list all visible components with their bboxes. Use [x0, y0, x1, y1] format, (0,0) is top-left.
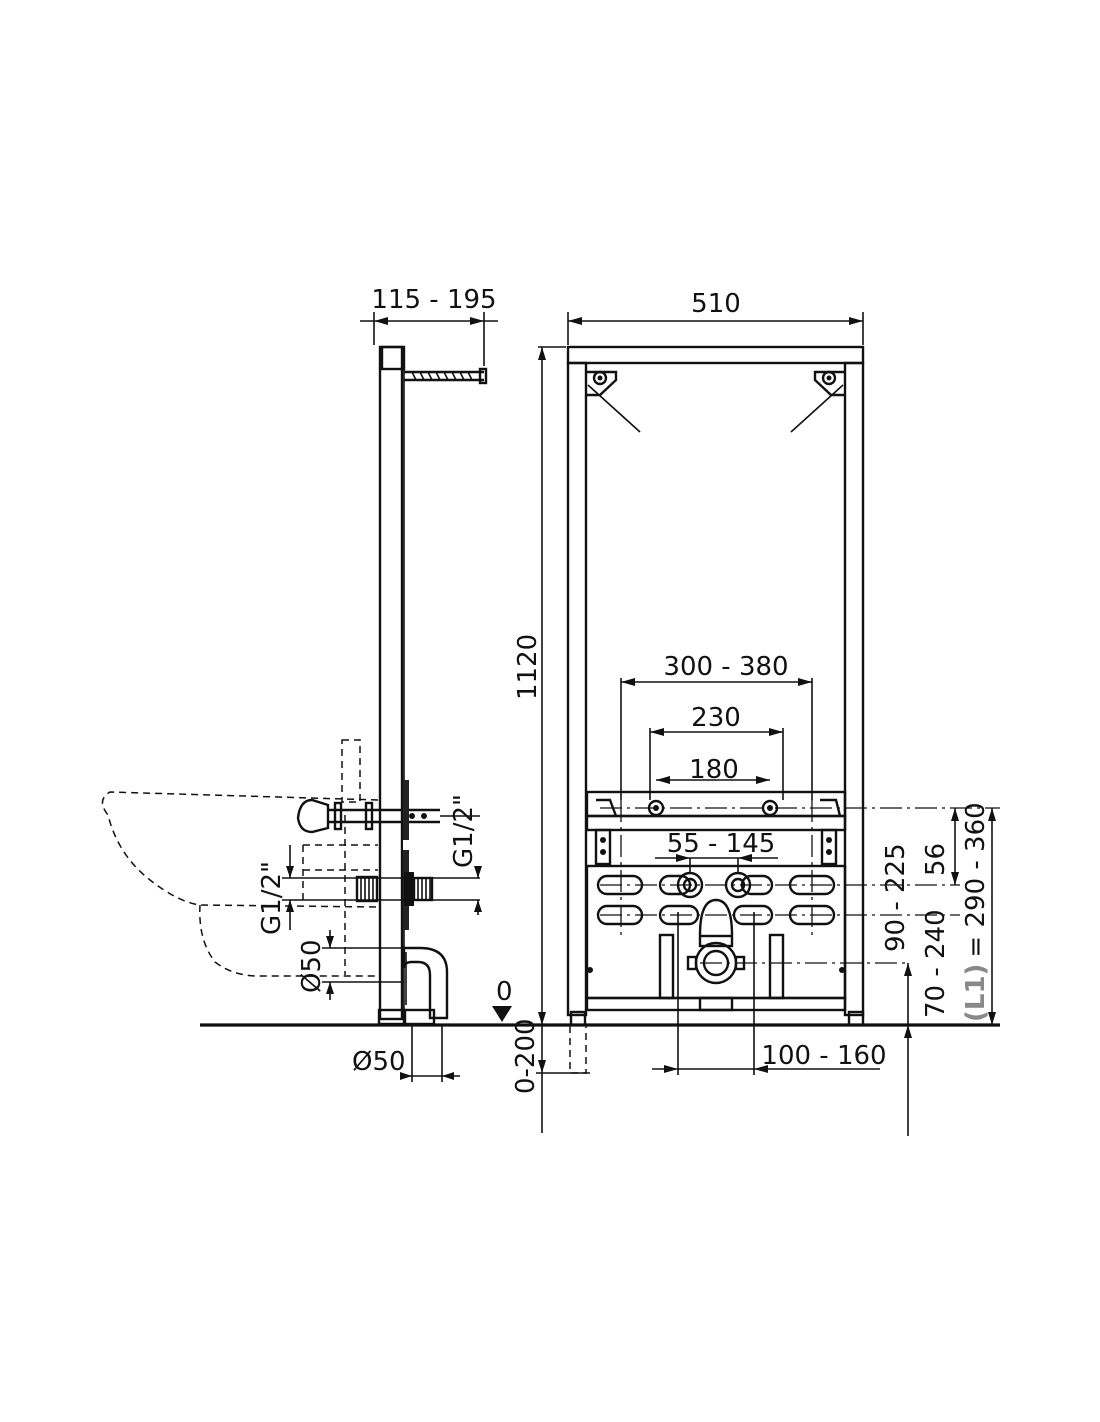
floor-zero-label: 0	[496, 977, 513, 1007]
side-view: 115 - 195 G1/2" G1/2" Ø50 Ø50	[101, 285, 498, 1082]
dim-mount-spacing: 300 - 380	[663, 652, 788, 682]
bidet-fixing-bolt	[296, 798, 440, 834]
connection-plate	[585, 864, 847, 1012]
water-connection-side	[355, 872, 434, 906]
top-right-bracket	[790, 370, 845, 433]
front-foot-right	[847, 1010, 865, 1027]
dim-56: 56	[921, 843, 951, 876]
dim-l1-label: (L1)	[961, 964, 991, 1022]
dim-connection-spacing: 55 - 145	[667, 829, 776, 859]
dim-l1: (L1) = 290 - 360	[961, 802, 991, 1022]
dim-thread-upper: G1/2"	[449, 794, 479, 868]
top-anchor-bolt	[404, 367, 488, 385]
front-foot-left	[569, 1010, 587, 1027]
floor-zero-marker: 0	[492, 977, 513, 1022]
bidet-back-box	[341, 739, 361, 803]
bidet-outline	[101, 791, 379, 977]
right-dimensions: 70 - 240 90 - 225 56 (L1) = 290 - 360	[881, 802, 996, 1136]
front-frame-top	[566, 345, 865, 365]
front-view: 1120 510 0-200 300 - 380 230 180	[511, 289, 1000, 1133]
dim-90-225: 90 - 225	[881, 843, 911, 952]
dim-l1-value: = 290 - 360	[961, 802, 991, 957]
dim-drain-offset: 100 - 160	[761, 1041, 886, 1071]
dim-230: 230	[691, 703, 741, 733]
dim-180: 180	[689, 755, 739, 785]
dim-thread-lower: G1/2"	[257, 861, 287, 935]
front-frame-left-post	[566, 361, 588, 1017]
extended-foot-dashed	[569, 1024, 587, 1074]
front-frame-right-post	[843, 361, 865, 1017]
dim-foot-adjust: 0-200	[511, 1018, 541, 1094]
dim-70-240: 70 - 240	[921, 909, 951, 1018]
dim-drain-bottom: Ø50	[352, 1047, 406, 1077]
dim-depth-range: 115 - 195	[371, 285, 496, 315]
dim-drain-side: Ø50	[297, 939, 327, 993]
bidet-mounting-rail	[585, 790, 847, 866]
drain-elbow	[402, 946, 449, 1026]
top-left-bracket	[586, 370, 641, 433]
side-frame-post	[378, 345, 404, 1021]
dim-width: 510	[691, 289, 741, 319]
dim-height: 1120	[513, 634, 543, 700]
